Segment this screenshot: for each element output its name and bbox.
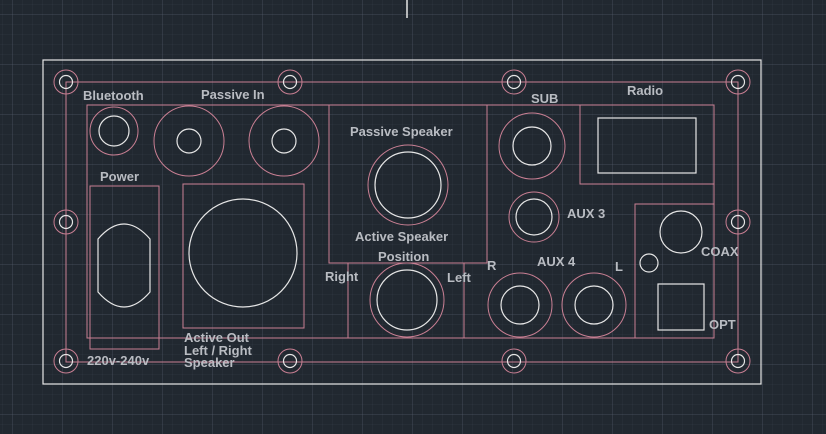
label-active-out-line1: Active Out (184, 330, 250, 345)
label-active-speaker: Active Speaker (355, 229, 448, 244)
mounting-hole-bottom-2[interactable] (277, 348, 303, 374)
label-left: Left (447, 270, 472, 285)
label-passive-in: Passive In (201, 87, 265, 102)
sub-connector[interactable] (498, 112, 566, 180)
passive-in-connector-2[interactable] (248, 105, 320, 177)
label-r: R (487, 258, 497, 273)
mounting-hole-mid-right[interactable] (725, 209, 751, 235)
connector-area-outline[interactable] (86, 104, 715, 339)
mounting-hole-top-right[interactable] (725, 69, 751, 95)
label-aux3: AUX 3 (567, 206, 605, 221)
active-speaker-position-connector[interactable] (369, 262, 445, 338)
active-out-block[interactable] (182, 183, 305, 329)
label-right: Right (325, 269, 359, 284)
label-voltage: 220v-240v (87, 353, 150, 368)
coax-connector[interactable] (659, 210, 703, 254)
power-block[interactable] (89, 185, 160, 350)
panel-outline[interactable] (42, 59, 762, 385)
radio-display[interactable] (597, 117, 697, 174)
aux3-connector[interactable] (508, 191, 560, 243)
label-passive-speaker: Passive Speaker (350, 124, 453, 139)
mounting-hole-bottom-left[interactable] (53, 348, 79, 374)
panel-inner-boundary[interactable] (65, 81, 739, 363)
label-power: Power (100, 169, 139, 184)
label-coax: COAX (701, 244, 739, 259)
passive-speaker-connector[interactable] (367, 144, 449, 226)
label-active-out-line3: Speaker (184, 355, 235, 370)
aux4-connector-left[interactable] (561, 272, 627, 338)
mounting-hole-bottom-3[interactable] (501, 348, 527, 374)
bluetooth-connector[interactable] (89, 106, 139, 156)
mounting-hole-bottom-right[interactable] (725, 348, 751, 374)
active-out-connector[interactable] (188, 198, 298, 308)
digital-io-block[interactable] (634, 203, 715, 339)
mounting-hole-mid-left[interactable] (53, 209, 79, 235)
aux4-connector-right[interactable] (487, 272, 553, 338)
passive-in-connector-1[interactable] (153, 105, 225, 177)
label-bluetooth: Bluetooth (83, 88, 144, 103)
opt-connector[interactable] (657, 283, 705, 331)
power-socket[interactable] (97, 223, 151, 308)
label-active-out-line2: Left / Right (184, 343, 253, 358)
label-position: Position (378, 249, 429, 264)
mounting-hole-top-2[interactable] (277, 69, 303, 95)
label-opt: OPT (709, 317, 736, 332)
label-l: L (615, 259, 623, 274)
label-radio: Radio (627, 83, 663, 98)
label-aux4: AUX 4 (537, 254, 576, 269)
mounting-hole-top-left[interactable] (53, 69, 79, 95)
label-sub: SUB (531, 91, 558, 106)
radio-housing[interactable] (579, 104, 715, 185)
led-indicator[interactable] (639, 253, 659, 273)
mounting-hole-top-3[interactable] (501, 69, 527, 95)
